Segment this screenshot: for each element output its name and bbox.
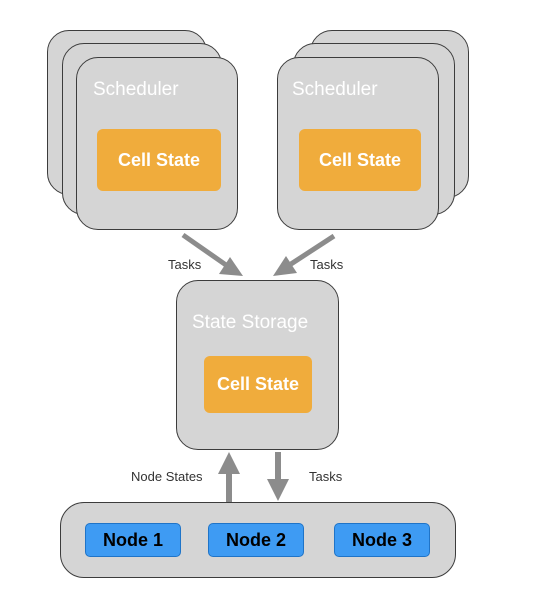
state-storage-title: State Storage bbox=[192, 312, 309, 333]
node-cluster-bar: Node 1 Node 2 Node 3 bbox=[60, 502, 456, 578]
node-3: Node 3 bbox=[334, 523, 430, 557]
node-2: Node 2 bbox=[208, 523, 304, 557]
scheduler-right-front-card: Scheduler Cell State bbox=[277, 57, 439, 230]
tasks-label-left: Tasks bbox=[168, 257, 202, 272]
scheduler-left-cell-state: Cell State bbox=[97, 129, 221, 191]
scheduler-right-cell-state: Cell State bbox=[299, 129, 421, 191]
node-1: Node 1 bbox=[85, 523, 181, 557]
tasks-label-down: Tasks bbox=[309, 469, 343, 484]
scheduler-left-front-card: Scheduler Cell State bbox=[76, 57, 238, 230]
arrow-storage-to-nodes bbox=[267, 452, 289, 501]
tasks-label-right: Tasks bbox=[310, 257, 344, 272]
scheduler-right-title: Scheduler bbox=[292, 79, 378, 100]
node-states-label: Node States bbox=[131, 469, 203, 484]
state-storage-cell-state: Cell State bbox=[204, 356, 312, 413]
state-storage-box: State Storage Cell State bbox=[176, 280, 339, 450]
scheduler-left-title: Scheduler bbox=[93, 79, 179, 100]
arrow-nodes-to-storage bbox=[218, 452, 240, 502]
